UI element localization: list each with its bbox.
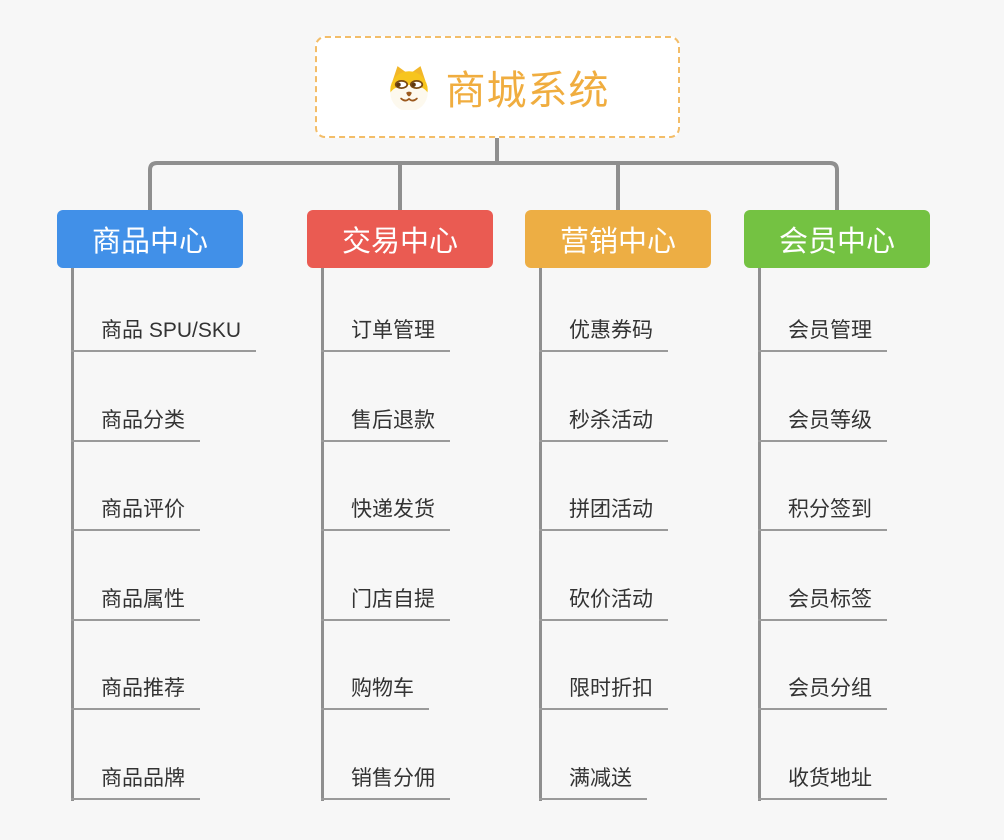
node-bargain-activity[interactable]: 砍价活动 — [539, 587, 668, 621]
node-member-tag[interactable]: 会员标签 — [758, 587, 887, 621]
branch-member-center: 会员中心 会员管理 会员等级 积分签到 会员标签 会员分组 收货地址 — [744, 210, 1004, 840]
node-points-checkin[interactable]: 积分签到 — [758, 497, 887, 531]
node-product-review[interactable]: 商品评价 — [71, 497, 200, 531]
node-express-delivery[interactable]: 快递发货 — [321, 497, 450, 531]
branch-header-member-center[interactable]: 会员中心 — [744, 210, 930, 268]
root-title: 商城系统 — [445, 69, 610, 113]
branch-header-product-center[interactable]: 商品中心 — [57, 210, 243, 268]
node-sales-commission[interactable]: 销售分佣 — [321, 766, 450, 800]
node-spend-and-save[interactable]: 满减送 — [539, 766, 647, 800]
node-product-attribute[interactable]: 商品属性 — [71, 587, 200, 621]
branch-header-marketing-center[interactable]: 营销中心 — [525, 210, 711, 268]
node-flash-sale[interactable]: 秒杀活动 — [539, 408, 668, 442]
shiba-dog-icon — [389, 66, 428, 110]
node-shipping-address[interactable]: 收货地址 — [758, 766, 887, 800]
node-store-pickup[interactable]: 门店自提 — [321, 587, 450, 621]
node-product-category[interactable]: 商品分类 — [71, 408, 200, 442]
node-product-brand[interactable]: 商品品牌 — [71, 766, 200, 800]
node-limited-time-discount[interactable]: 限时折扣 — [539, 676, 668, 710]
branch-product-center: 商品中心 商品 SPU/SKU 商品分类 商品评价 商品属性 商品推荐 商品品牌 — [57, 210, 317, 840]
branch-trade-center: 交易中心 订单管理 售后退款 快递发货 门店自提 购物车 销售分佣 — [307, 210, 567, 840]
node-aftersale-refund[interactable]: 售后退款 — [321, 408, 450, 442]
node-product-spu-sku[interactable]: 商品 SPU/SKU — [71, 318, 257, 352]
branch-trunk-line — [71, 268, 74, 801]
node-product-recommend[interactable]: 商品推荐 — [71, 676, 200, 710]
node-coupon-code[interactable]: 优惠券码 — [539, 318, 668, 352]
branch-trunk-line — [321, 268, 324, 801]
branch-trunk-line — [539, 268, 542, 801]
node-member-level[interactable]: 会员等级 — [758, 408, 887, 442]
node-member-group[interactable]: 会员分组 — [758, 676, 887, 710]
node-shopping-cart[interactable]: 购物车 — [321, 676, 429, 710]
branch-marketing-center: 营销中心 优惠券码 秒杀活动 拼团活动 砍价活动 限时折扣 满减送 — [525, 210, 785, 840]
node-order-management[interactable]: 订单管理 — [321, 318, 450, 352]
branch-trunk-line — [758, 268, 761, 801]
root-node-mall-system[interactable]: 商城系统 — [315, 36, 680, 138]
branch-header-trade-center[interactable]: 交易中心 — [307, 210, 493, 268]
node-member-management[interactable]: 会员管理 — [758, 318, 887, 352]
node-group-buy[interactable]: 拼团活动 — [539, 497, 668, 531]
